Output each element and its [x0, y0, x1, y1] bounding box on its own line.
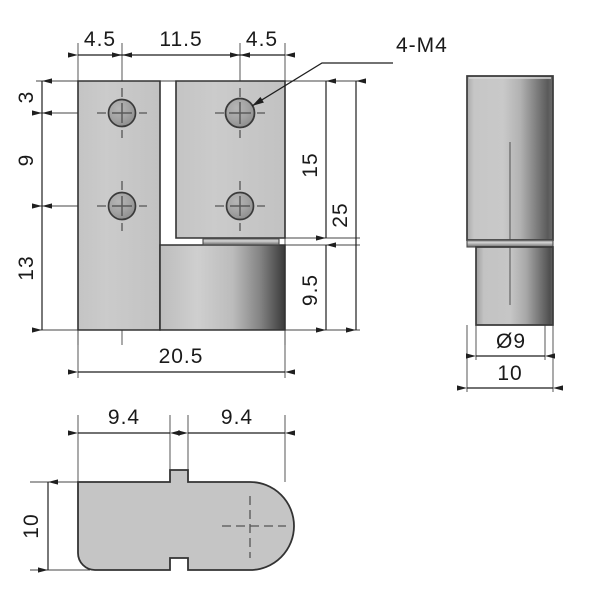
side-view: Ø9 10 — [457, 75, 563, 392]
dim-13-label: 13 — [15, 255, 38, 280]
side-washer-band — [466, 239, 554, 248]
hole-bottom-right — [215, 181, 265, 231]
callout-4-m4: 4-M4 — [251, 34, 448, 107]
dim-10-height-label: 10 — [20, 513, 43, 538]
side-dim-10: 10 — [457, 362, 563, 391]
front-view: 4.5 11.5 4.5 3 9 13 15 9.5 25 20.5 — [15, 28, 448, 378]
dim-11-5-label: 11.5 — [159, 28, 202, 51]
front-right-dimension-chain: 15 9.5 25 — [299, 78, 366, 333]
bottom-view: 9.4 9.4 10 — [20, 406, 295, 573]
callout-4-m4-label: 4-M4 — [396, 34, 448, 57]
dim-25-label: 25 — [329, 202, 352, 227]
hinge-knuckle-barrel — [159, 244, 286, 331]
dim-4-5-right-label: 4.5 — [246, 28, 278, 51]
side-lower-barrel — [475, 246, 554, 326]
dim-9-5-label: 9.5 — [299, 274, 322, 306]
screw-hole-group — [97, 88, 265, 231]
side-dim-dia-9: Ø9 — [466, 330, 555, 359]
dim-15-label: 15 — [299, 152, 322, 177]
bottom-view-centermark — [222, 496, 286, 558]
dim-9-label: 9 — [15, 154, 38, 167]
front-top-dimension-chain: 4.5 11.5 4.5 — [68, 28, 295, 58]
bottom-profile-body — [77, 469, 295, 571]
dim-dia-9-label: Ø9 — [496, 330, 526, 353]
bottom-dim-9-4-left: 9.4 — [68, 406, 180, 436]
hole-bottom-left — [97, 181, 147, 231]
bottom-dim-9-4-right: 9.4 — [178, 406, 295, 436]
dim-9-4-right-label: 9.4 — [221, 406, 253, 429]
hole-top-right — [215, 88, 265, 138]
dim-4-5-left-label: 4.5 — [84, 28, 116, 51]
dim-20-5-label: 20.5 — [159, 345, 204, 368]
bottom-dim-10-height: 10 — [20, 479, 58, 573]
dim-10-width-label: 10 — [497, 362, 522, 385]
dim-3-label: 3 — [15, 91, 38, 104]
dim-9-4-left-label: 9.4 — [108, 406, 140, 429]
right-leaf-plate — [175, 80, 286, 239]
hinge-washer-band — [202, 237, 280, 246]
front-bottom-dimension: 20.5 — [68, 330, 295, 378]
front-left-dimension-chain: 3 9 13 — [15, 78, 52, 333]
hole-top-left — [97, 88, 147, 138]
